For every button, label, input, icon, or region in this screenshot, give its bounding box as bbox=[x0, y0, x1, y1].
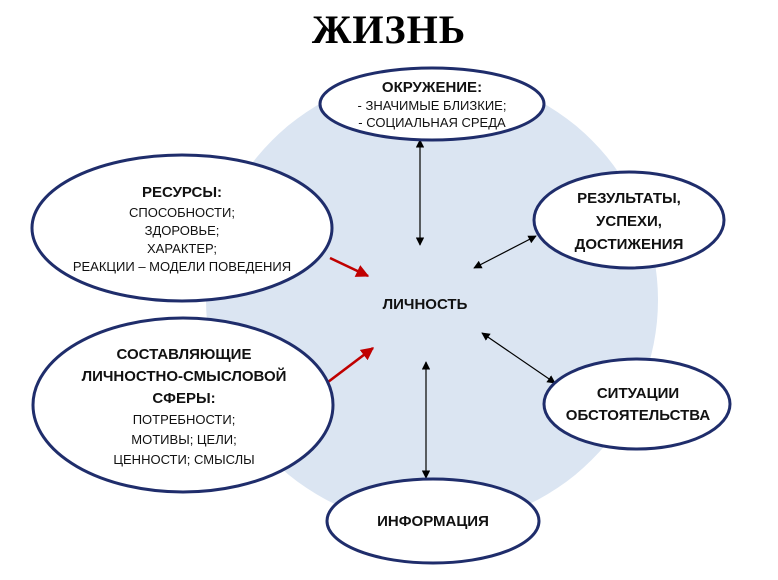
results-ellipse bbox=[532, 170, 726, 270]
situations-line: СИТУАЦИИ bbox=[596, 385, 680, 402]
situations-node: СИТУАЦИИ ОБСТОЯТЕЛЬСТВА bbox=[548, 378, 728, 432]
resources-heading: РЕСУРСЫ: bbox=[141, 183, 223, 201]
components-heading: СФЕРЫ: bbox=[152, 390, 216, 407]
components-item: ПОТРЕБНОСТИ; bbox=[132, 412, 236, 427]
situations-ellipse bbox=[542, 357, 732, 451]
components-heading: ЛИЧНОСТНО-СМЫСЛОВОЙ bbox=[81, 368, 287, 385]
environment-heading: ОКРУЖЕНИЕ: bbox=[381, 78, 483, 96]
resources-node: РЕСУРСЫ: СПОСОБНОСТИ; ЗДОРОВЬЕ; ХАРАКТЕР… bbox=[40, 176, 324, 282]
results-line: УСПЕХИ, bbox=[596, 212, 662, 230]
arrow-components-to-center bbox=[327, 346, 375, 384]
information-ellipse bbox=[325, 477, 541, 565]
information-label: ИНФОРМАЦИЯ bbox=[377, 512, 489, 530]
resources-item: ЗДОРОВЬЕ; bbox=[144, 222, 220, 238]
components-item: МОТИВЫ; ЦЕЛИ; bbox=[131, 432, 237, 447]
environment-ellipse bbox=[318, 66, 546, 142]
arrow-resources-to-center bbox=[329, 256, 370, 278]
components-node: СОСТАВЛЯЮЩИЕ ЛИЧНОСТНО-СМЫСЛОВОЙ СФЕРЫ: … bbox=[40, 344, 328, 470]
resources-item: СПОСОБНОСТИ; bbox=[129, 204, 235, 220]
arrow-center-results bbox=[473, 235, 537, 269]
components-heading: СОСТАВЛЯЮЩИЕ bbox=[116, 346, 252, 363]
results-node: РЕЗУЛЬТАТЫ, УСПЕХИ, ДОСТИЖЕНИЯ bbox=[540, 184, 718, 258]
components-item: ЦЕННОСТИ; СМЫСЛЫ bbox=[113, 452, 255, 467]
environment-node: ОКРУЖЕНИЕ: - ЗНАЧИМЫЕ БЛИЗКИЕ; - СОЦИАЛЬ… bbox=[322, 72, 542, 136]
resources-item: ХАРАКТЕР; bbox=[147, 240, 217, 256]
information-node: ИНФОРМАЦИЯ bbox=[330, 506, 536, 536]
center-node: ЛИЧНОСТЬ bbox=[366, 284, 484, 324]
resources-ellipse bbox=[30, 153, 334, 303]
resources-item: РЕАКЦИИ – МОДЕЛИ ПОВЕДЕНИЯ bbox=[72, 258, 292, 274]
results-line: ДОСТИЖЕНИЯ bbox=[574, 235, 684, 253]
arrow-center-situations bbox=[481, 332, 556, 384]
environment-item: - СОЦИАЛЬНАЯ СРЕДА bbox=[358, 114, 506, 130]
results-line: РЕЗУЛЬТАТЫ, bbox=[577, 189, 681, 207]
center-label: ЛИЧНОСТЬ bbox=[382, 295, 468, 313]
components-ellipse bbox=[31, 316, 335, 494]
situations-line: ОБСТОЯТЕЛЬСТВА bbox=[565, 407, 711, 424]
diagram-title: ЖИЗНЬ bbox=[311, 7, 467, 52]
environment-item: - ЗНАЧИМЫЕ БЛИЗКИЕ; bbox=[357, 97, 507, 113]
